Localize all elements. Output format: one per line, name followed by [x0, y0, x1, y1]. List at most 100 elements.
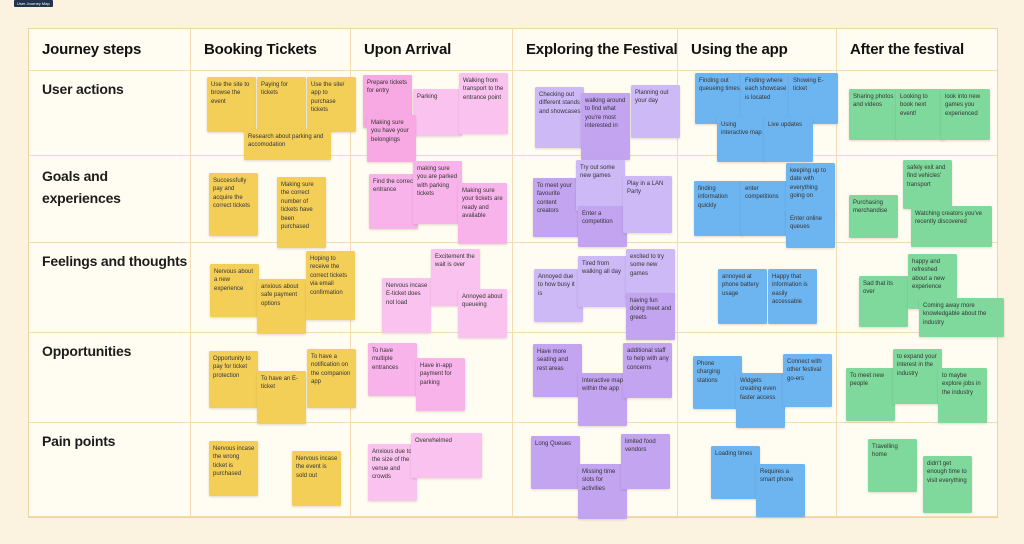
row-label-text[interactable]: Feelings and thoughts [42, 253, 188, 269]
sticky-note[interactable]: Nervous incase the event is sold out [292, 451, 341, 506]
sticky-note[interactable]: Connect with other festival go-ers [783, 354, 832, 407]
sticky-note[interactable]: Play in a LAN Party [623, 176, 672, 233]
sticky-note[interactable]: additional staff to help with any concer… [623, 343, 672, 398]
sticky-note[interactable]: Checking out different stands and showca… [535, 87, 584, 148]
sticky-note[interactable]: anxious about safe payment options [257, 279, 306, 334]
sticky-note[interactable]: Coming away more knowledgable about the … [919, 298, 1004, 337]
sticky-note[interactable]: To meet new people [846, 368, 895, 421]
row-label-text[interactable]: User actions [42, 81, 124, 97]
sticky-note[interactable]: Long Queues [531, 436, 580, 489]
cell-pain-points-arrival: Anxious due to the size of the venue and… [351, 423, 513, 517]
sticky-note[interactable]: Missing time slots for activities [578, 464, 627, 519]
sticky-note[interactable]: Purchasing merchandise [849, 195, 898, 238]
sticky-note[interactable]: Looking to book next event! [896, 89, 945, 140]
sticky-note[interactable]: making sure you are parked with parking … [413, 161, 462, 224]
sticky-note[interactable]: Enter online queues [786, 211, 835, 248]
sticky-note[interactable]: Use the site/ app to purchase tickets [307, 77, 356, 132]
sticky-note[interactable]: Successfully pay and acquire the correct… [209, 173, 258, 236]
row-label-text[interactable]: Goals and experiences [42, 168, 121, 206]
sticky-note[interactable]: Live updates [764, 117, 813, 162]
row-label-goals-and-experiences: Goals and experiences [29, 156, 191, 243]
sticky-note[interactable]: Use the site to browse the event [207, 77, 256, 132]
column-header-booking-tickets: Booking Tickets [191, 29, 351, 71]
sticky-note[interactable]: excited to try some new games [626, 249, 675, 298]
sticky-note[interactable]: Finding out queueing times [695, 73, 744, 124]
sticky-note[interactable]: look into new games you experienced [941, 89, 990, 140]
sticky-note[interactable]: Enter a competition [578, 206, 627, 247]
sticky-note[interactable]: Paying for tickets [257, 77, 306, 132]
journey-map-table: Journey steps Booking Tickets Upon Arrival… [28, 28, 1004, 519]
sticky-note[interactable]: to maybe explore jobs in the industry [938, 368, 987, 423]
sticky-note[interactable]: Planning out your day [631, 85, 680, 138]
sticky-note[interactable]: Annoyed due to how busy it is [534, 269, 583, 322]
column-header-label[interactable]: Journey steps [42, 41, 142, 58]
sticky-note[interactable]: Opportunity to pay for ticket protection [209, 351, 258, 408]
sticky-note[interactable]: didn't get enough time to visit everythi… [923, 456, 972, 513]
sticky-note[interactable]: Nervous incase the wrong ticket is purch… [209, 441, 258, 496]
sticky-note[interactable]: Making sure you have your belongings [367, 115, 416, 162]
sticky-note[interactable]: Interactive map within the app [578, 373, 627, 426]
sticky-note[interactable]: Widgets creating even faster access [736, 373, 785, 428]
sticky-note[interactable]: Phone charging stations [693, 356, 742, 409]
sticky-note[interactable]: Anxious due to the size of the venue and… [368, 444, 417, 501]
board-section-label[interactable]: User Journey Map [14, 0, 53, 7]
sticky-note[interactable]: Hoping to receive the correct tickets vi… [306, 251, 355, 320]
sticky-note[interactable]: Nervous about a new experience [210, 264, 259, 317]
sticky-note[interactable]: keeping up to date with everything going… [786, 163, 835, 216]
sticky-note[interactable]: Watching creators you've recently discov… [911, 206, 992, 247]
sticky-note[interactable]: Find the correct entrance [369, 174, 418, 229]
sticky-note[interactable]: To have a notification on the companion … [307, 349, 356, 408]
sticky-note[interactable]: Loading times [711, 446, 760, 499]
column-header-label[interactable]: Booking Tickets [204, 41, 317, 58]
sticky-note[interactable]: safely exit and find vehicles' transport [903, 160, 952, 209]
sticky-note[interactable]: annoyed at phone battery usage [718, 269, 767, 324]
sticky-note[interactable]: to expand your interest in the industry [893, 349, 942, 404]
sticky-note[interactable]: Tired from walking all day [578, 256, 627, 307]
sticky-note[interactable]: Try out some new games [576, 160, 625, 211]
sticky-note[interactable]: enter competitions [741, 181, 790, 236]
sticky-note[interactable]: walking around to find what you're most … [581, 93, 630, 160]
column-header-label[interactable]: Upon Arrival [364, 41, 452, 58]
row-label-text[interactable]: Pain points [42, 433, 116, 449]
sticky-note[interactable]: having fun doing meet and greets [626, 293, 675, 340]
sticky-note[interactable]: Have in-app payment for parking [416, 358, 465, 411]
sticky-note[interactable]: Overwhelmed [411, 433, 482, 478]
sticky-note[interactable]: Requires a smart phone [756, 464, 805, 517]
sticky-note[interactable]: Showing E-ticket [789, 73, 838, 124]
sticky-note[interactable]: Sharing photos and videos [849, 89, 898, 140]
row-label-text[interactable]: Opportunities [42, 343, 132, 359]
sticky-note[interactable]: Annoyed about queueing [458, 289, 507, 338]
sticky-note[interactable]: To have multiple entrances [368, 343, 417, 396]
sticky-note[interactable]: finding information quickly [694, 181, 743, 236]
sticky-note[interactable]: Nervous incase E-ticket does not load [382, 278, 431, 333]
sticky-note[interactable]: Happy that information is easily accessa… [768, 269, 817, 324]
column-header-label[interactable]: Using the app [691, 41, 788, 58]
sticky-note[interactable]: To meet your favourite content creators [533, 178, 582, 237]
sticky-note[interactable]: Walking from transport to the entrance p… [459, 73, 508, 134]
sticky-note[interactable]: To have an E-ticket [257, 371, 306, 424]
sticky-note[interactable]: Travelling home [868, 439, 917, 492]
sticky-note[interactable]: Making sure your tickets are ready and a… [458, 183, 507, 244]
column-header-label[interactable]: After the festival [850, 41, 964, 58]
sticky-note[interactable]: Have more seating and rest areas [533, 344, 582, 397]
sticky-note[interactable]: Sad that its over [859, 276, 908, 327]
column-header-exploring-the-festival: Exploring the Festival [513, 29, 678, 71]
column-header-label[interactable]: Exploring the Festival [526, 41, 678, 58]
row-label-pain-points: Pain points [29, 423, 191, 517]
sticky-note[interactable]: Research about parking and accomodation [244, 129, 331, 160]
sticky-note[interactable]: Making sure the correct number of ticket… [277, 177, 326, 248]
sticky-note[interactable]: Parking [413, 89, 462, 136]
sticky-note[interactable]: limited food vendors [621, 434, 670, 489]
sticky-note[interactable]: Using interactive map [717, 117, 766, 162]
